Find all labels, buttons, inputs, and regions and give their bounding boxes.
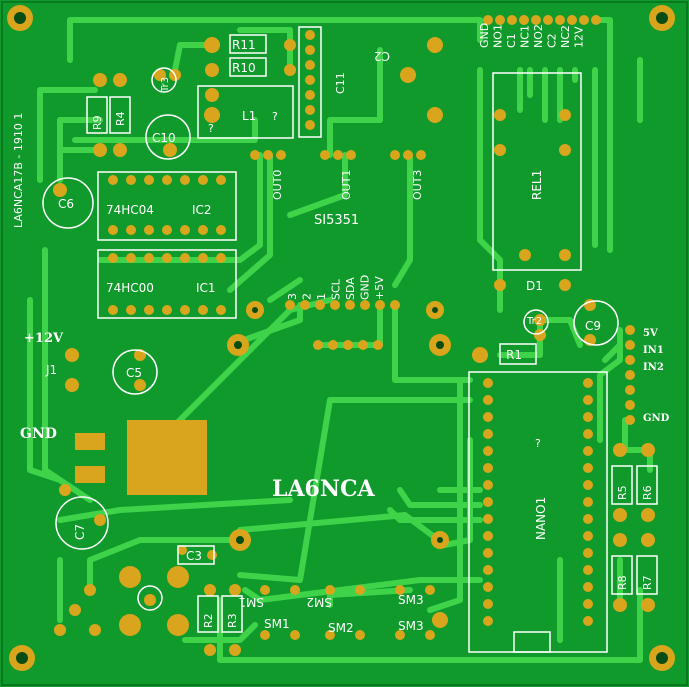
relay-header-label-1: NO1 xyxy=(492,24,505,48)
through-hole-pads xyxy=(54,30,655,656)
label-q2: ? xyxy=(272,110,278,123)
label-r5: R5 xyxy=(616,485,629,500)
label-r6: R6 xyxy=(641,485,654,500)
i2c-header-label-3: SCL xyxy=(330,278,343,300)
i2c-header-label-4: SDA xyxy=(344,277,357,300)
label-c6: C6 xyxy=(58,197,74,211)
label-ic2: IC2 xyxy=(192,203,212,217)
io-header-label-0: 5V xyxy=(643,328,658,339)
label-q1: ? xyxy=(208,122,214,135)
test-pads xyxy=(53,37,488,636)
edge-label: LA6NCA17B - 1910 1 xyxy=(12,113,25,228)
i2c-header-label-5: GND xyxy=(359,275,372,300)
silkscreen-outlines xyxy=(42,26,658,653)
label-c10: C10 xyxy=(152,131,176,145)
label-c9: C9 xyxy=(585,319,601,333)
label-r10: R10 xyxy=(232,61,256,75)
label-si5351: SI5351 xyxy=(314,213,359,228)
label-ic1-part: 74HC00 xyxy=(106,281,154,295)
label-tr3: Tr3 xyxy=(160,77,171,93)
label-out1: OUT1 xyxy=(340,170,353,200)
relay-header-label-6: NC2 xyxy=(559,25,572,48)
i2c-header-label-6: +5V xyxy=(373,276,386,300)
label-q3: ? xyxy=(535,437,541,450)
label-r2: R2 xyxy=(202,613,215,628)
board-title: LA6NCA xyxy=(272,476,375,502)
io-header-label-3: GND xyxy=(643,413,670,424)
ic-pins xyxy=(108,15,601,626)
i2c-header-label-0: 3 xyxy=(286,293,299,300)
label-ic1: IC1 xyxy=(196,281,216,295)
label-c3: C3 xyxy=(186,549,202,563)
label-sm3-b: SM3 xyxy=(398,619,424,633)
label-j1: J1 xyxy=(45,363,57,377)
regulator-pad xyxy=(127,420,207,495)
label-sm1-b: SM1 xyxy=(264,617,290,631)
label-r8: R8 xyxy=(616,575,629,590)
label-ic2-part: 74HC04 xyxy=(106,203,154,217)
label-sm1-a: SM1 xyxy=(238,595,264,609)
io-header-label-1: IN1 xyxy=(643,345,664,356)
relay-header-label-7: 12V xyxy=(573,26,586,48)
label-tr2: Tr2 xyxy=(526,316,542,327)
label-out0: OUT0 xyxy=(271,170,284,200)
relay-header-label-0: GND xyxy=(478,23,491,48)
label-c5: C5 xyxy=(126,366,142,380)
io-header-label-2: IN2 xyxy=(643,362,664,373)
gnd-pad-1 xyxy=(75,433,105,450)
label-12v: +12V xyxy=(24,331,64,346)
label-c2: C2 xyxy=(374,49,390,63)
label-r9: R9 xyxy=(91,115,104,130)
label-gnd-left: GND xyxy=(20,426,57,442)
label-r4: R4 xyxy=(114,111,127,126)
label-d1: D1 xyxy=(526,279,543,293)
label-r1: R1 xyxy=(506,348,522,362)
label-rel1: REL1 xyxy=(530,170,544,200)
label-r7: R7 xyxy=(641,575,654,590)
relay-header-label-2: C1 xyxy=(505,33,518,48)
mounting-holes xyxy=(7,5,675,671)
label-c11: C11 xyxy=(334,72,347,94)
relay-header-label-5: C2 xyxy=(546,33,559,48)
label-l1: L1 xyxy=(242,109,256,123)
label-out3: OUT3 xyxy=(411,170,424,200)
relay-header-label-4: NO2 xyxy=(532,24,545,48)
gnd-pad-2 xyxy=(75,466,105,483)
label-r3: R3 xyxy=(226,613,239,628)
label-c7: C7 xyxy=(73,524,87,540)
label-r11: R11 xyxy=(232,38,256,52)
i2c-header-label-1: 2 xyxy=(301,293,314,300)
label-nano1: NANO1 xyxy=(534,497,548,540)
label-sm2-a: SM2 xyxy=(306,595,332,609)
silkscreen-text: R11 R10 R9 R4 Tr3 C10 C6 74HC04 IC2 74HC… xyxy=(12,38,654,635)
smd-pads xyxy=(75,420,207,495)
label-sm3-a: SM3 xyxy=(398,593,424,607)
label-sm2-b: SM2 xyxy=(328,621,354,635)
relay-header-label-3: NC1 xyxy=(519,25,532,48)
i2c-header-label-2: 1 xyxy=(315,293,328,300)
